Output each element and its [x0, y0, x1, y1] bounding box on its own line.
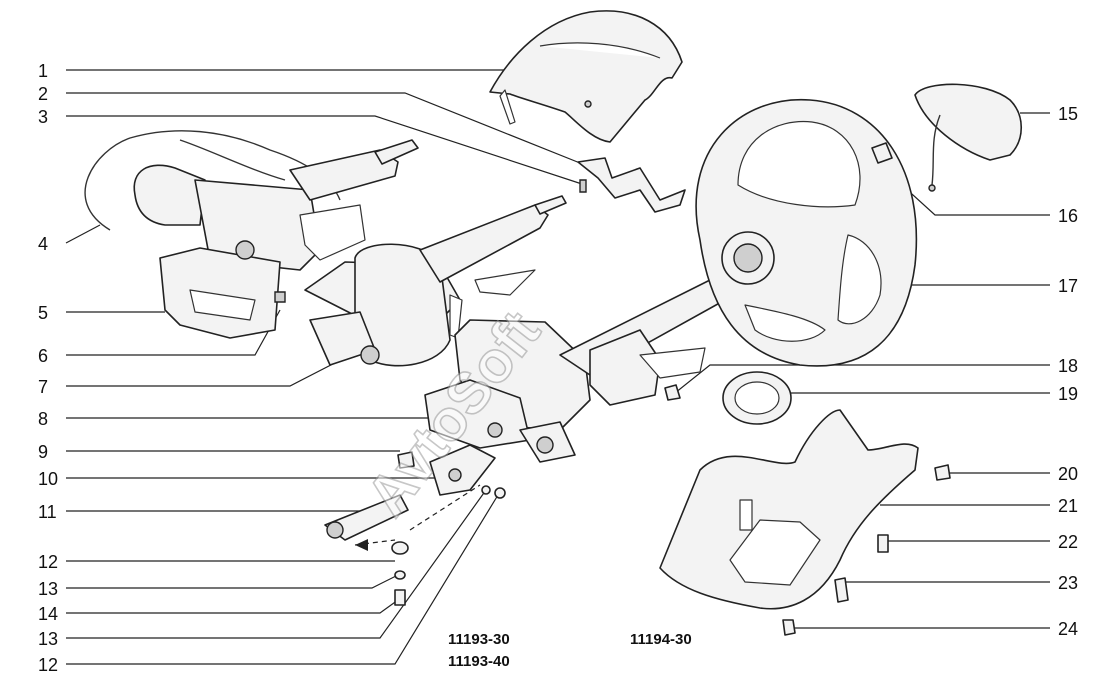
callout-15: 15: [1058, 104, 1078, 124]
callout-14: 14: [38, 604, 58, 624]
model-code-left-bottom: 11193-40: [448, 653, 510, 670]
callouts-left: 1 2 3 4 5 6 7 8 9 10 11 12 13 14 13 12: [38, 61, 58, 675]
callout-21: 21: [1058, 496, 1078, 516]
nut-part-16: [871, 142, 893, 164]
callout-17: 17: [1058, 276, 1078, 296]
leader-lines-left: [65, 69, 586, 665]
callout-3: 3: [38, 107, 48, 127]
callout-12-upper: 12: [38, 552, 58, 572]
intermediate-shaft-parts: [324, 444, 506, 606]
callout-12-lower: 12: [38, 655, 58, 675]
nut-part-18: [664, 384, 681, 401]
lower-shroud-part-21: [659, 409, 919, 610]
callout-24: 24: [1058, 619, 1078, 639]
callout-16: 16: [1058, 206, 1078, 226]
callout-7: 7: [38, 377, 48, 397]
model-code-right: 11194-30: [630, 631, 692, 648]
callout-23: 23: [1058, 573, 1078, 593]
callout-8: 8: [38, 409, 48, 429]
airbag-module-part-15: [914, 83, 1022, 192]
upper-shroud-part-1: [489, 10, 683, 143]
steering-column-assembly-3: [424, 261, 749, 463]
callout-13-lower: 13: [38, 629, 58, 649]
steering-wheel-part-17: [695, 98, 918, 367]
callouts-right: 15 16 17 18 19 20 21 22 23 24: [1058, 104, 1078, 639]
callout-4: 4: [38, 234, 48, 254]
callout-5: 5: [38, 303, 48, 323]
model-codes: 11193-30 11193-40 11194-30: [448, 631, 692, 670]
steering-column-assembly-1: [84, 130, 419, 339]
callout-6: 6: [38, 346, 48, 366]
ring-part-19: [722, 371, 792, 425]
model-code-left-top: 11193-30: [448, 631, 510, 648]
callout-22: 22: [1058, 532, 1078, 552]
steering-column-assembly-2: [304, 195, 567, 367]
screw-parts-20-24: [782, 464, 951, 636]
leader-lines-right: [674, 112, 1050, 629]
callout-18: 18: [1058, 356, 1078, 376]
callout-10: 10: [38, 469, 58, 489]
callout-20: 20: [1058, 464, 1078, 484]
bracket-part-2-3: [577, 157, 686, 213]
callout-1: 1: [38, 61, 48, 81]
callout-19: 19: [1058, 384, 1078, 404]
callout-9: 9: [38, 442, 48, 462]
callout-13-upper: 13: [38, 579, 58, 599]
callout-11: 11: [38, 502, 57, 522]
callout-2: 2: [38, 84, 48, 104]
